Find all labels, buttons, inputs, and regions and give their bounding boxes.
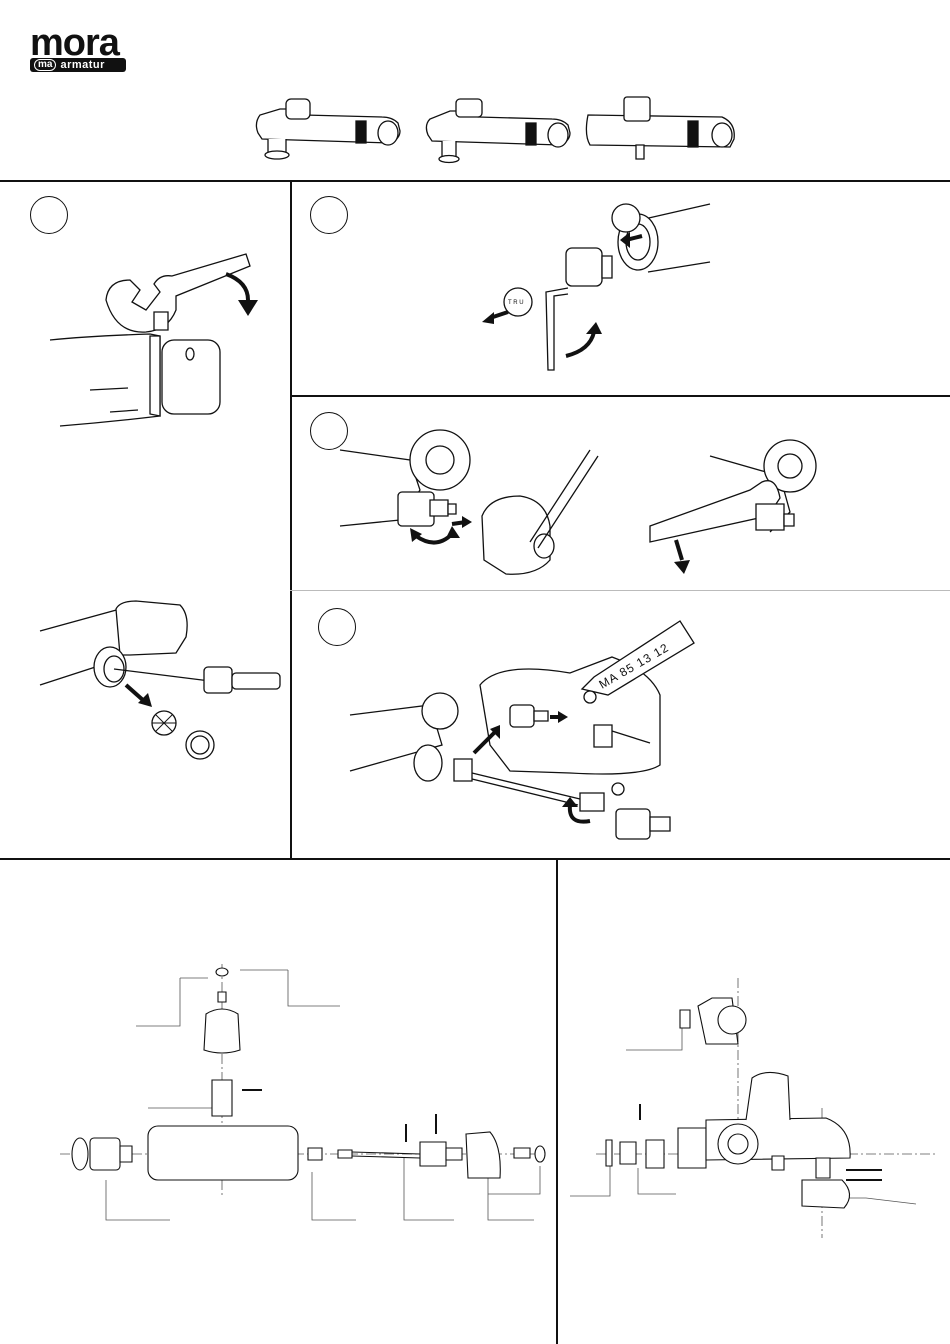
brand-badge: ma armatur [30, 58, 126, 72]
step3-wrench-illustration [650, 432, 850, 582]
mixer-variant-1 [250, 95, 410, 175]
step3-knob-illustration [340, 430, 610, 590]
step-1-marker [30, 196, 68, 234]
brand-badge-armatur: armatur [60, 58, 104, 72]
brand-badge-ma: ma [34, 59, 56, 71]
exploded-parts-diagram [0, 858, 556, 1344]
step-2-marker [310, 196, 348, 234]
arrow-icon [226, 274, 248, 300]
step4-grease-illustration: MA 85 13 12 [350, 595, 710, 845]
divider-step2-step3 [290, 395, 950, 397]
mixer-variant-2 [420, 95, 580, 175]
divider-left-panels [290, 180, 292, 858]
mixer-variant-3 [582, 95, 742, 175]
step1-wrench-illustration [50, 240, 290, 440]
divider-step3-step4 [290, 590, 950, 591]
parts-diagram-right [556, 858, 950, 1344]
divider-top [0, 180, 950, 182]
step1-strainer-illustration [40, 595, 280, 775]
cap-text: T R U [508, 300, 524, 306]
brand-logo: mora [30, 24, 119, 62]
step2-cartridge-illustration: T R U [470, 200, 720, 380]
